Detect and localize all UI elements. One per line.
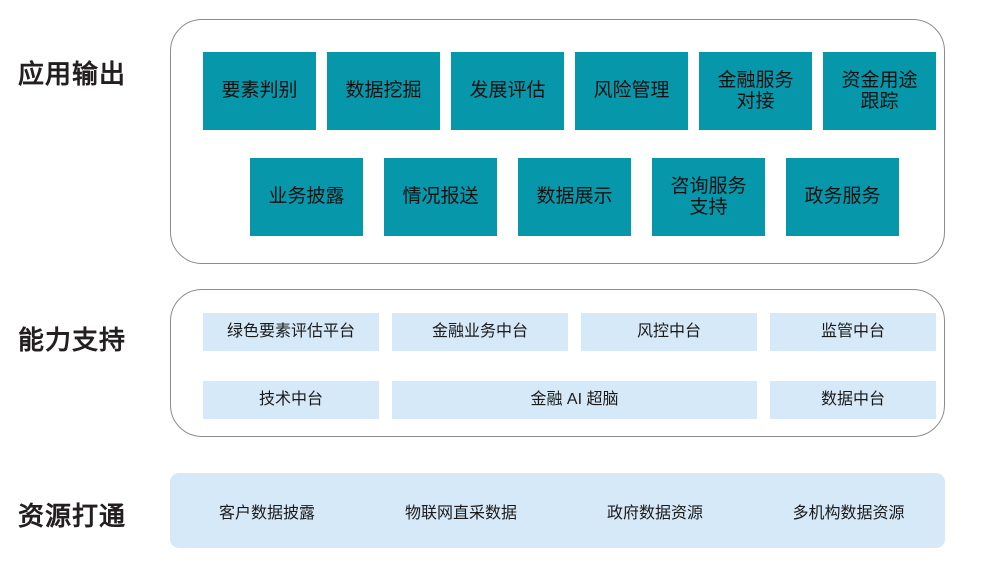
chip-label: 绿色要素评估平台 [226,322,355,340]
chip-label: 金融业务中台 [431,322,528,340]
chip-label-line1: 资金用途 [841,69,918,91]
chip-green-factor-platform[interactable]: 绿色要素评估平台 [203,313,379,351]
chip-label: 风险管理 [593,80,670,102]
tier-label-application-output: 应用输出 [18,59,127,89]
resource-item-label: 多机构数据资源 [792,504,905,522]
chip-financial-business-midend[interactable]: 金融业务中台 [392,313,568,351]
chip-label: 数据展示 [536,186,613,208]
chip-financial-ai-superbrain[interactable]: 金融 AI 超脑 [392,381,757,419]
chip-label: 政务服务 [804,186,881,208]
resource-item-government-data[interactable]: 政府数据资源 [558,473,752,548]
chip-shujuwajue[interactable]: 数据挖掘 [327,52,440,130]
resource-item-iot-direct-data[interactable]: 物联网直采数据 [364,473,558,548]
chip-label: 金融 AI 超脑 [530,390,619,408]
chip-label: 数据挖掘 [345,80,422,102]
chip-label: 数据中台 [820,390,885,408]
chip-label-line1: 金融服务 [717,69,794,91]
chip-zixunfuwuzhichi[interactable]: 咨询服务 支持 [652,158,765,236]
resource-item-label: 政府数据资源 [606,504,703,522]
resource-integration-bar: 客户数据披露 物联网直采数据 政府数据资源 多机构数据资源 [170,473,945,548]
resource-item-label: 客户数据披露 [218,504,315,522]
chip-shujuzhanshi[interactable]: 数据展示 [518,158,631,236]
chip-label: 要素判别 [221,80,298,102]
chip-label-line2: 对接 [736,91,775,112]
chip-risk-control-midend[interactable]: 风控中台 [581,313,757,351]
resource-item-customer-data-disclosure[interactable]: 客户数据披露 [170,473,364,548]
chip-label-line1: 咨询服务 [670,175,747,197]
tier-label-capability-support: 能力支持 [18,325,127,355]
resource-item-multi-institution-data[interactable]: 多机构数据资源 [752,473,945,548]
chip-yewupilu[interactable]: 业务披露 [250,158,363,236]
chip-label: 资金用途 跟踪 [841,70,917,113]
chip-label: 风控中台 [636,322,701,340]
chip-regulatory-midend[interactable]: 监管中台 [770,313,936,351]
chip-fazhanpinggu[interactable]: 发展评估 [451,52,564,130]
chip-yaosupanbie[interactable]: 要素判别 [203,52,316,130]
chip-fengxianguanli[interactable]: 风险管理 [575,52,688,130]
chip-label: 发展评估 [469,80,546,102]
chip-zhengwufuwu[interactable]: 政务服务 [786,158,899,236]
chip-qingkuangbaosong[interactable]: 情况报送 [384,158,497,236]
chip-technology-midend[interactable]: 技术中台 [203,381,379,419]
chip-label: 技术中台 [258,390,323,408]
resource-item-label: 物联网直采数据 [404,504,517,522]
chip-label: 业务披露 [268,186,345,208]
chip-zijinyongtugenzong[interactable]: 资金用途 跟踪 [823,52,936,130]
chip-label: 咨询服务 支持 [670,176,746,219]
tier-label-resource-integration: 资源打通 [18,501,127,531]
chip-label-line2: 支持 [689,197,728,218]
chip-label: 监管中台 [820,322,885,340]
chip-label: 金融服务 对接 [717,70,793,113]
chip-label: 情况报送 [402,186,479,208]
chip-data-midend[interactable]: 数据中台 [770,381,936,419]
chip-jinrongfuwuduijie[interactable]: 金融服务 对接 [699,52,812,130]
chip-label-line2: 跟踪 [860,91,899,112]
